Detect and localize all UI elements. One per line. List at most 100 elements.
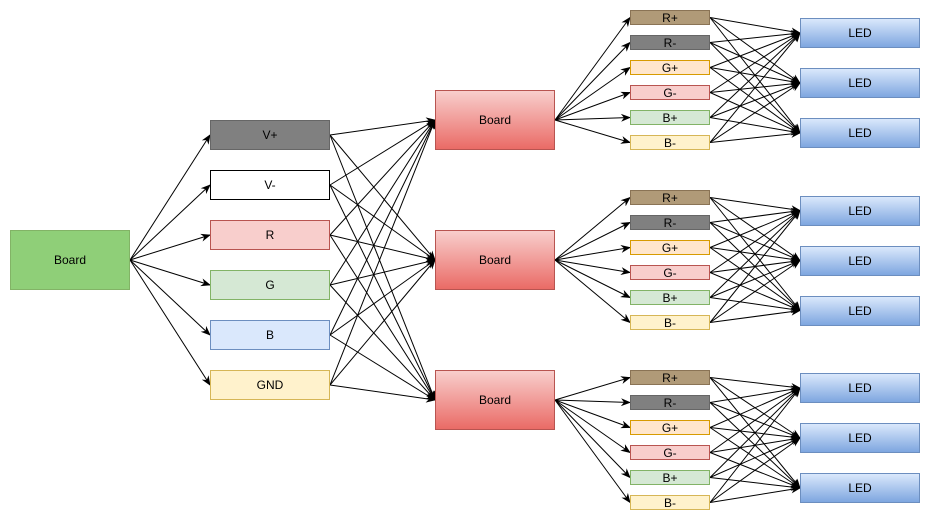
board-2-pin-5: B+: [630, 290, 710, 305]
arrow-pin-to-led: [709, 197, 801, 214]
arrow-signal-to-board: [329, 259, 436, 386]
board-1-pin-4: G-: [630, 85, 710, 100]
signal-b: B: [210, 320, 330, 350]
board-2-led-2: LED: [800, 245, 920, 276]
board-1-pin-6: B-: [630, 135, 710, 150]
arrow-pin-to-led: [709, 259, 801, 323]
signal-gnd: GND: [210, 370, 330, 400]
arrow-board-to-pin: [554, 196, 631, 261]
arrow-board-to-pin: [554, 259, 631, 324]
arrow-pin-to-led: [709, 387, 801, 428]
board-3-pin-5: B+: [630, 470, 710, 485]
arrow-source-to-signal: [129, 184, 211, 261]
arrow-signal-to-board: [329, 259, 436, 336]
arrow-pin-to-led: [709, 209, 801, 298]
board-2-pin-3: G+: [630, 240, 710, 255]
arrow-board-to-pin: [554, 222, 631, 261]
arrow-pin-to-led: [709, 207, 801, 223]
arrow-board-to-pin: [554, 399, 631, 429]
arrow-pin-to-led: [709, 32, 801, 143]
arrow-board-to-pin: [554, 113, 631, 122]
arrow-pin-to-led: [709, 437, 801, 478]
board-2-pin-6: B-: [630, 315, 710, 330]
arrow-signal-to-board: [329, 258, 436, 286]
arrow-pin-to-led: [709, 297, 801, 314]
arrow-source-to-signal: [129, 259, 211, 386]
arrow-source-to-signal: [129, 259, 211, 336]
arrow-signal-to-board: [329, 384, 436, 403]
arrow-board-to-pin: [554, 259, 631, 298]
signal-r: R: [210, 220, 330, 250]
arrow-pin-to-led: [709, 485, 801, 503]
arrow-pin-to-led: [709, 477, 801, 491]
board-2: Board: [435, 230, 555, 290]
arrow-board-to-pin: [554, 376, 631, 401]
board-1: Board: [435, 90, 555, 150]
arrow-source-to-signal: [129, 134, 211, 261]
board-2-led-3: LED: [800, 295, 920, 326]
arrow-pin-to-led: [709, 209, 801, 273]
arrow-source-to-signal: [129, 259, 211, 287]
arrow-pin-to-led: [709, 32, 801, 68]
arrow-board-to-pin: [554, 119, 631, 144]
arrow-signal-to-board: [329, 119, 436, 286]
arrow-signal-to-board: [329, 119, 436, 386]
arrow-pin-to-led: [709, 387, 801, 478]
arrow-pin-to-led: [709, 307, 801, 323]
arrow-board-to-pin: [554, 16, 631, 121]
arrow-signal-to-board: [329, 234, 436, 401]
board-3-led-3: LED: [800, 473, 920, 503]
arrow-pin-to-led: [709, 129, 801, 143]
arrow-pin-to-led: [709, 209, 801, 323]
board-1-led-3: LED: [800, 118, 920, 148]
arrow-signal-to-board: [329, 119, 436, 336]
arrow-pin-to-led: [709, 260, 801, 298]
arrow-pin-to-led: [709, 82, 801, 118]
arrow-board-to-pin: [554, 398, 631, 407]
arrow-signal-to-board: [329, 184, 436, 401]
arrow-board-to-pin: [554, 66, 631, 121]
board-3-pin-4: G-: [630, 445, 710, 460]
board-1-pin-1: R+: [630, 10, 710, 25]
board-1-pin-3: G+: [630, 60, 710, 75]
board-1-pin-2: R-: [630, 35, 710, 50]
arrow-signal-to-board: [329, 284, 436, 401]
board-2-pin-1: R+: [630, 190, 710, 205]
source-board: Board: [10, 230, 130, 290]
arrow-board-to-pin: [554, 41, 631, 121]
arrow-board-to-pin: [554, 399, 631, 454]
board-3-pin-6: B-: [630, 495, 710, 510]
arrow-pin-to-led: [709, 82, 801, 143]
arrow-board-to-pin: [554, 399, 631, 479]
board-1-pin-5: B+: [630, 110, 710, 125]
arrow-pin-to-led: [709, 385, 801, 403]
board-2-led-1: LED: [800, 195, 920, 226]
signal-g: G: [210, 270, 330, 300]
board-2-pin-4: G-: [630, 265, 710, 280]
arrow-source-to-signal: [129, 233, 211, 261]
arrow-signal-to-board: [329, 334, 436, 401]
board-3-pin-3: G+: [630, 420, 710, 435]
signal-v-minus: V-: [210, 170, 330, 200]
board-3-pin-2: R-: [630, 395, 710, 410]
arrow-signal-to-board: [329, 119, 436, 186]
arrow-pin-to-led: [709, 437, 801, 503]
arrow-signal-to-board: [329, 134, 436, 401]
arrow-pin-to-led: [709, 387, 801, 503]
arrow-pin-to-led: [709, 32, 801, 118]
board-1-led-1: LED: [800, 18, 920, 48]
arrow-signal-to-board: [329, 184, 436, 261]
arrow-pin-to-led: [709, 210, 801, 248]
arrow-pin-to-led: [709, 17, 801, 36]
arrow-signal-to-board: [329, 117, 436, 136]
arrow-pin-to-led: [709, 29, 801, 43]
board-3-led-1: LED: [800, 373, 920, 403]
board-3: Board: [435, 370, 555, 430]
arrow-signal-to-board: [329, 234, 436, 262]
board-1-led-2: LED: [800, 68, 920, 98]
arrow-board-to-pin: [554, 259, 631, 275]
arrow-signal-to-board: [329, 134, 436, 261]
signal-v-minusplus: V+: [210, 120, 330, 150]
